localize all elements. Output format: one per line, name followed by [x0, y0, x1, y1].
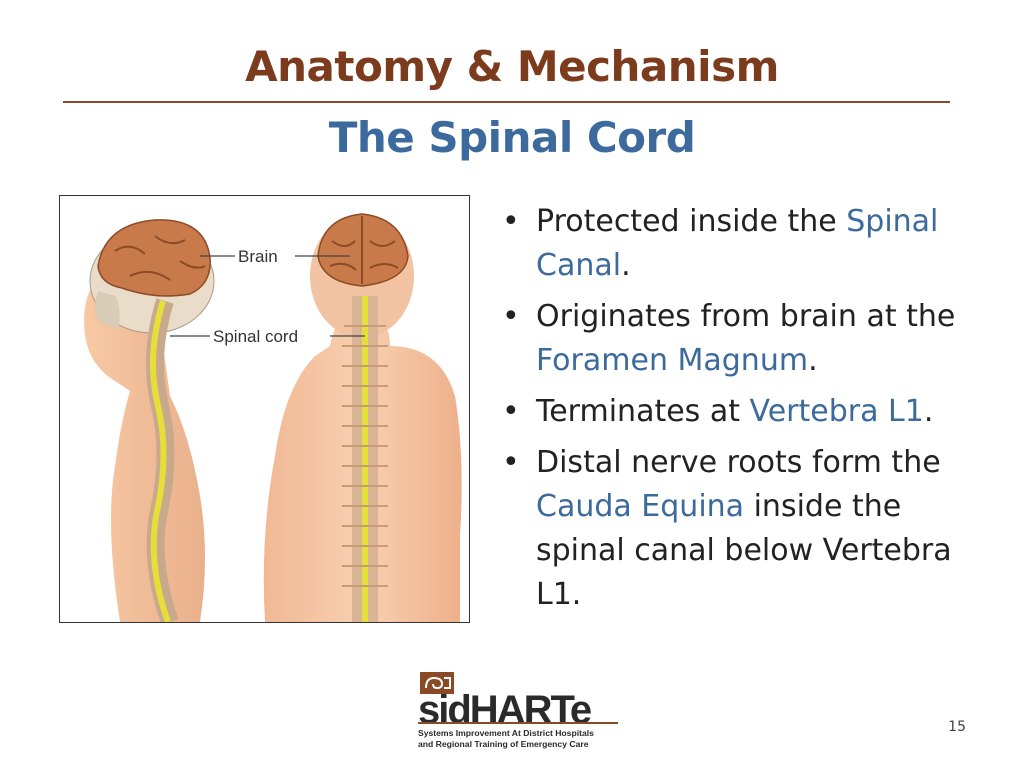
side-brain — [97, 219, 211, 297]
logo-name: sidHARTe — [418, 688, 592, 732]
anatomy-figure-svg: Brain Spinal cord — [60, 196, 469, 622]
logo-divider — [418, 722, 618, 724]
bullet-text: inside the spinal canal below Vertebra L… — [536, 489, 952, 612]
bullet-item: • Originates from brain at the Foramen Ma… — [498, 295, 978, 383]
bullet-item: • Terminates at Vertebra L1. — [498, 390, 978, 434]
highlighted-term: Spinal Canal — [536, 204, 939, 283]
bullet-text: Protected inside the — [536, 204, 847, 239]
slide-subtitle: The Spinal Cord — [328, 113, 696, 162]
bullet-text: Originates from brain at the — [536, 299, 956, 334]
bullet-dot: • — [502, 299, 520, 334]
logo-tagline-line2: and Regional Training of Emergency Care — [418, 739, 589, 749]
highlighted-term: Foramen Magnum — [536, 343, 809, 378]
side-body-silhouette — [84, 256, 205, 622]
label-brain: Brain — [238, 247, 278, 266]
bullet-text: . — [808, 343, 818, 378]
logo-spiral-icon — [420, 672, 454, 694]
logo-tagline: Systems Improvement At District Hospital… — [418, 728, 628, 750]
highlighted-term: Cauda Equina — [536, 489, 745, 524]
bullet-dot: • — [502, 394, 520, 429]
sidharte-logo: sidHARTe Systems Improvement At District… — [416, 668, 620, 754]
bullet-text: . — [923, 394, 934, 429]
spinal-cord-illustration: Brain Spinal cord — [59, 195, 470, 623]
bullet-text: Distal nerve roots form the — [536, 445, 941, 480]
bullet-dot: • — [502, 445, 520, 480]
slide-title: Anatomy & Mechanism — [245, 42, 779, 91]
side-spinal-cord — [150, 300, 171, 622]
bullet-list: • Protected inside the Spinal Canal. • Orig… — [498, 200, 978, 624]
bullet-item: • Protected inside the Spinal Canal. — [498, 200, 978, 288]
highlighted-term: Vertebra L1 — [749, 394, 924, 429]
logo-tagline-line1: Systems Improvement At District Hospital… — [418, 728, 594, 738]
bullet-text: . — [621, 248, 631, 283]
page-number: 15 — [948, 719, 966, 735]
bullet-dot: • — [502, 204, 520, 239]
label-spinal-cord: Spinal cord — [213, 327, 298, 346]
bullet-text: Terminates at — [536, 394, 750, 429]
title-divider — [63, 101, 950, 103]
bullet-item: • Distal nerve roots form the Cauda Equin… — [498, 441, 978, 617]
